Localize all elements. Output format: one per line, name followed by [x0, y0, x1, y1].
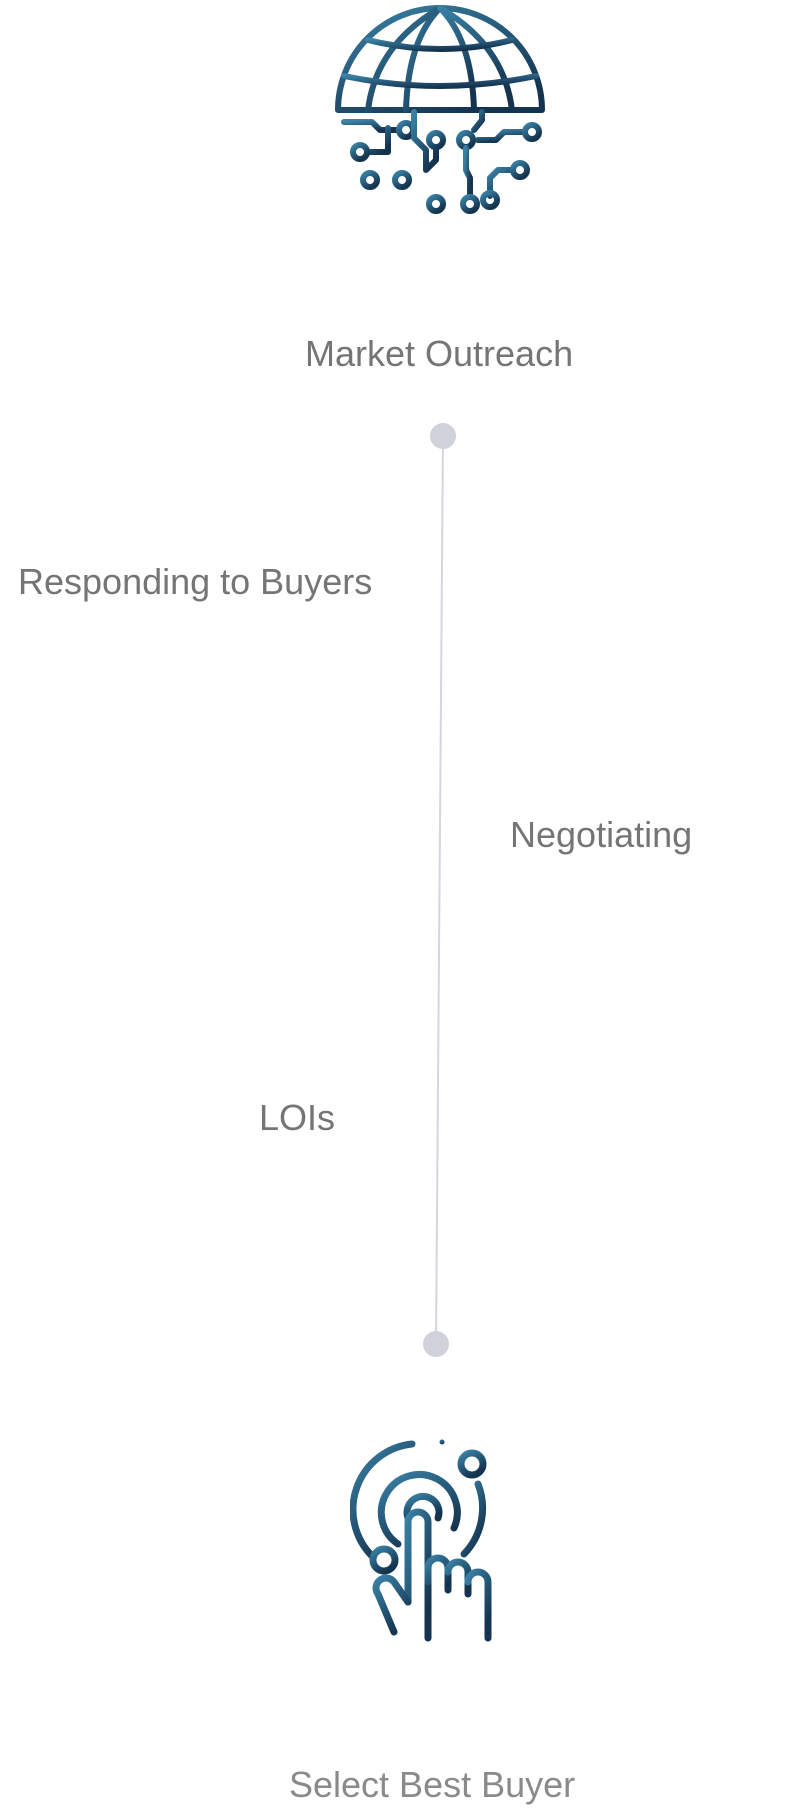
step-label-market-outreach: Market Outreach: [305, 333, 574, 374]
step-label-lois: LOIs: [259, 1097, 336, 1138]
timeline-node-top: [430, 423, 456, 449]
hand-tap-target-icon: [349, 1432, 508, 1642]
step-label-responding-to-buyers: Responding to Buyers: [18, 561, 373, 602]
step-label-select-best-buyer: Select Best Buyer: [289, 1764, 576, 1805]
globe-circuit-icon: [328, 0, 553, 222]
step-label-negotiating: Negotiating: [510, 814, 693, 855]
timeline-node-bottom: [423, 1331, 449, 1357]
timeline-line: [435, 435, 444, 1345]
